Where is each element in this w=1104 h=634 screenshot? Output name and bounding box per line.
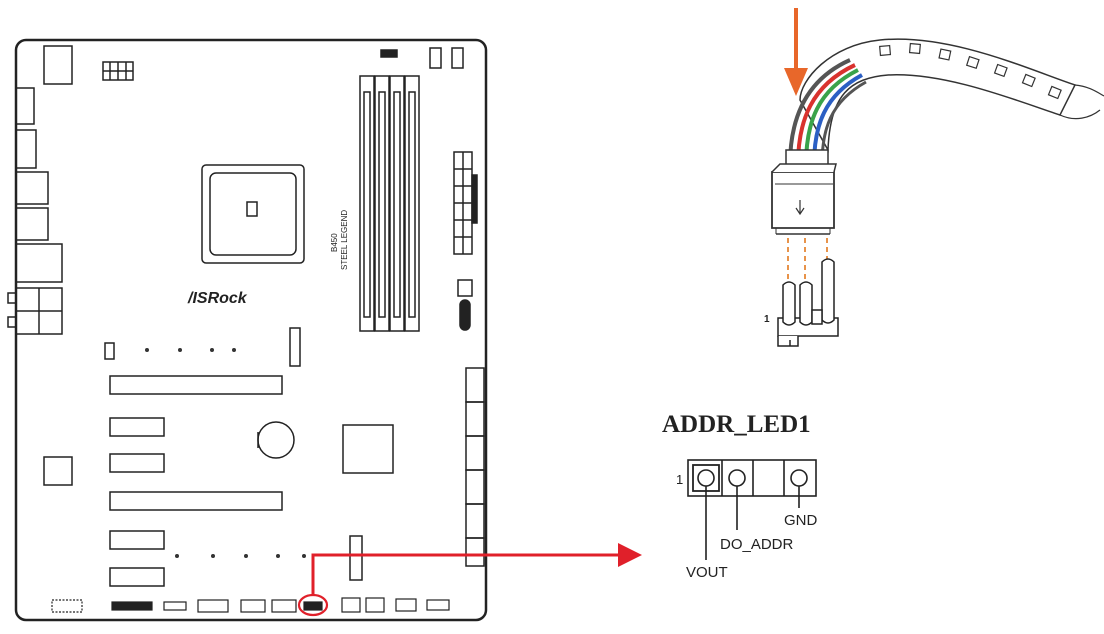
label-do-addr: DO_ADDR — [720, 536, 794, 553]
board-model-line1: B450 — [330, 233, 339, 252]
rear-io-ports — [7, 45, 73, 335]
pin-4 — [790, 469, 808, 487]
board-model-line2: STEEL LEGEND — [340, 210, 349, 270]
connector-pin1-marker: 1 — [764, 314, 770, 325]
pin-header-3d — [777, 258, 839, 347]
sata-ports — [465, 367, 485, 567]
pcie-x1-slot-4 — [109, 567, 165, 587]
bottom-headers — [51, 597, 450, 613]
motherboard — [7, 38, 488, 622]
label-gnd: GND — [784, 512, 818, 529]
io-chip — [43, 456, 73, 486]
alignment-guides — [787, 238, 828, 280]
pcie-x1-slot-3 — [109, 530, 165, 550]
brand-logo: /ISRock — [187, 290, 248, 307]
pin-1 — [697, 469, 715, 487]
top-header-b — [429, 47, 442, 69]
header-pin1-marker: 1 — [676, 472, 683, 487]
pcie-x1-slot-1 — [109, 417, 165, 437]
pcie-slot-2 — [109, 491, 283, 511]
cpu-socket — [201, 164, 305, 264]
callout-arrow — [311, 543, 642, 596]
pcie-slot-1 — [109, 375, 283, 395]
m2-slot-bottom — [349, 535, 363, 581]
top-header-c — [451, 47, 464, 69]
small-header-left — [104, 342, 115, 360]
atx-24pin-connector — [453, 151, 478, 255]
dimm-slots — [359, 75, 420, 332]
label-vout: VOUT — [686, 564, 728, 581]
chipset — [342, 424, 394, 474]
m2-slot-top — [289, 327, 301, 367]
cmos-battery — [257, 421, 295, 459]
right-header-b — [459, 299, 471, 331]
cpu-power-connector — [102, 61, 134, 81]
addr-led-header — [687, 459, 817, 560]
header-title: ADDR_LED1 — [662, 411, 811, 438]
right-header-a — [457, 279, 473, 297]
pcie-x1-slot-2 — [109, 453, 165, 473]
top-header-a — [380, 49, 398, 58]
insertion-arrow — [784, 8, 808, 96]
rgb-strip — [771, 38, 1104, 235]
mount-dots — [145, 348, 306, 558]
pin-2 — [728, 469, 746, 487]
